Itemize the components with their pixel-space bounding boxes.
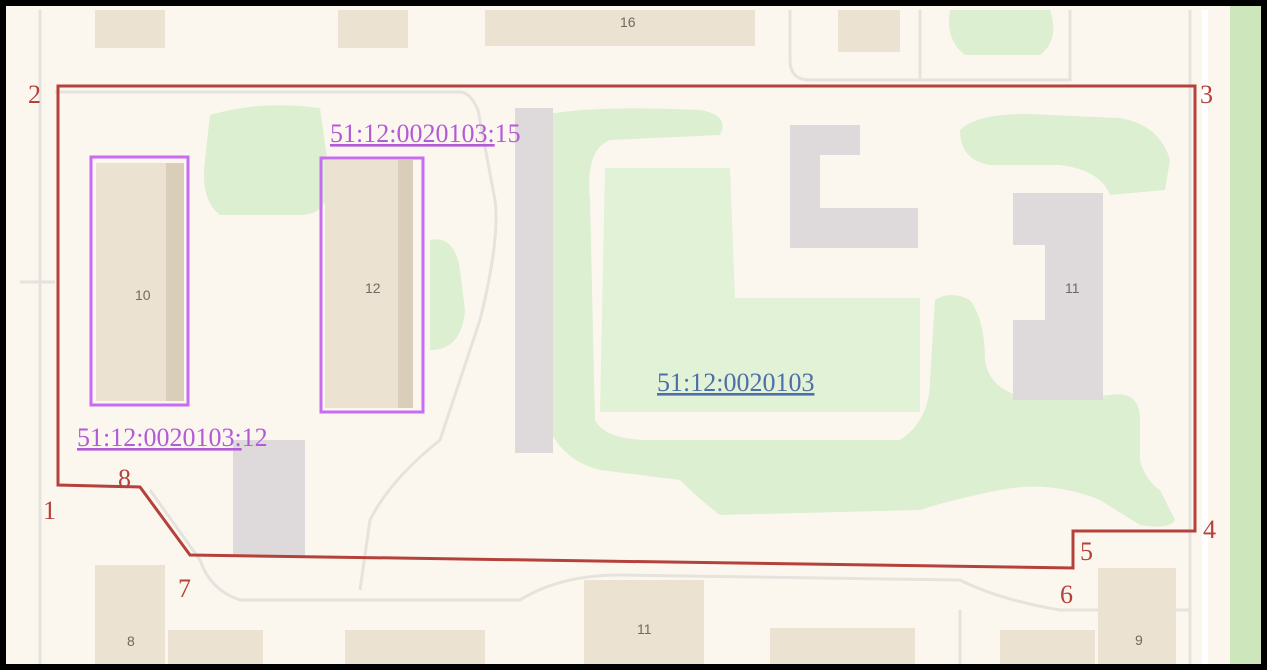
building-number-8: 8 — [127, 633, 135, 649]
parcel-15-label[interactable]: 51:12:0020103:15 — [330, 119, 521, 148]
vertex-label-6: 6 — [1060, 580, 1073, 609]
vertex-label-4: 4 — [1203, 515, 1216, 544]
vertex-label-5: 5 — [1080, 537, 1093, 566]
building-number-10: 10 — [135, 287, 151, 303]
parcel-15-label-suffix: 15 — [495, 119, 521, 148]
building-number-11-inner: 11 — [1065, 280, 1080, 296]
quarter-boundary — [56, 84, 1197, 570]
vertex-label-2: 2 — [28, 80, 41, 109]
vertex-label-7: 7 — [178, 574, 191, 603]
parking-lots — [233, 108, 1103, 556]
buildings — [95, 10, 1176, 670]
green-areas — [204, 10, 1175, 527]
building-number-9: 9 — [1135, 632, 1143, 648]
green-strip — [1230, 0, 1267, 670]
vertex-label-3: 3 — [1200, 80, 1213, 109]
building-number-12: 12 — [365, 280, 381, 296]
parcel-outlines — [89, 155, 425, 414]
building-number-11-bottom: 11 — [637, 621, 652, 637]
roads — [20, 10, 1192, 670]
parcel-15-label-link: 51:12:0020103: — [330, 119, 495, 148]
parcel-12-outline — [89, 155, 190, 407]
quarter-cadastral-number[interactable]: 51:12:0020103 — [657, 368, 814, 397]
parcel-15-outline — [319, 156, 425, 414]
parcel-12-label-link: 51:12:0020103: — [77, 423, 242, 452]
vertex-label-1: 1 — [43, 496, 56, 525]
vertex-label-8: 8 — [118, 464, 131, 493]
parcel-12-label[interactable]: 51:12:0020103:12 — [77, 423, 268, 452]
building-number-16: 16 — [620, 14, 636, 30]
parcel-12-label-suffix: 12 — [242, 423, 268, 452]
